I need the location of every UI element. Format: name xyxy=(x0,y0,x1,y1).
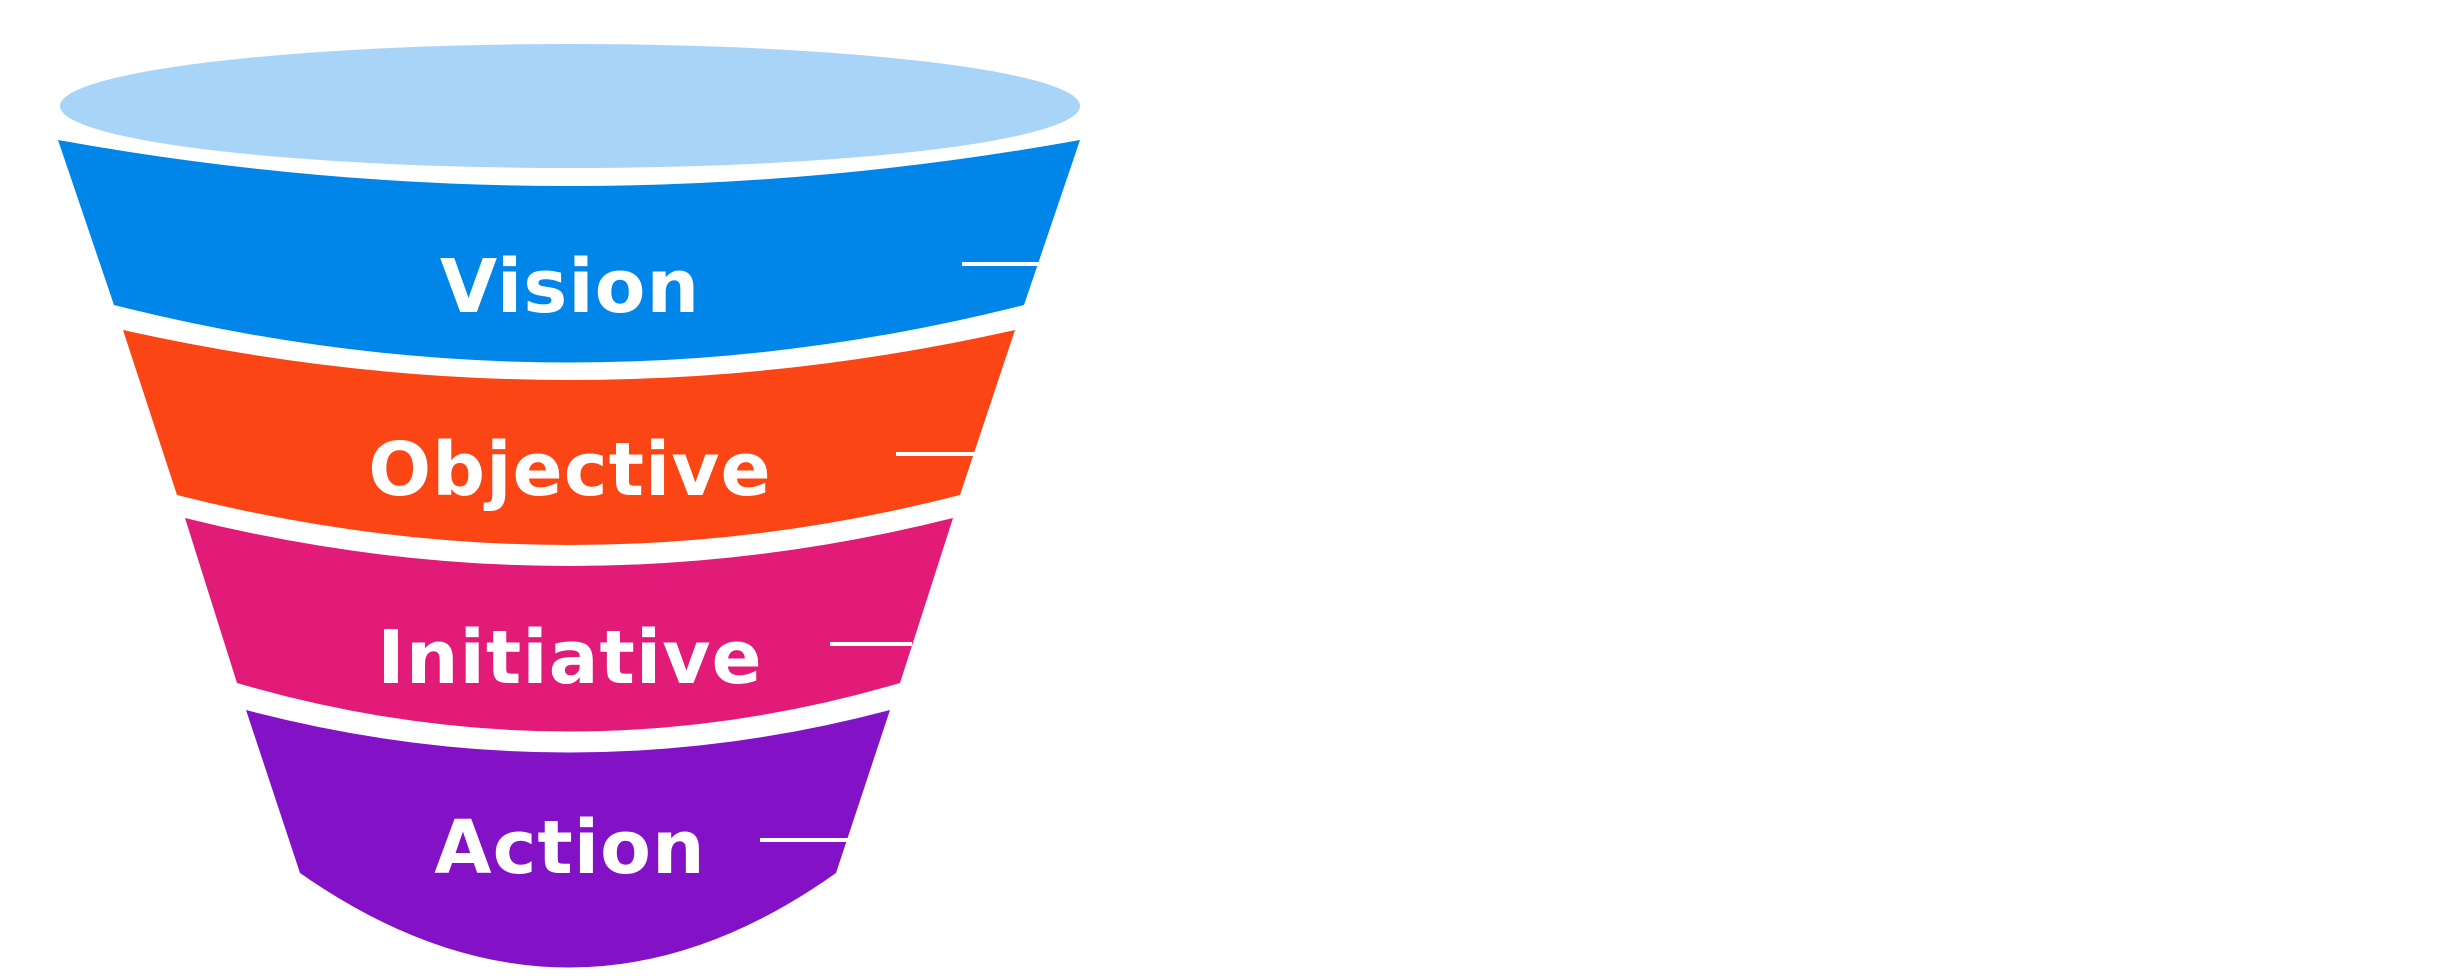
funnel-layer-objective-label: Objective xyxy=(368,427,771,513)
funnel-layer-action-band xyxy=(246,710,890,968)
funnel-layer-initiative-label: Initiative xyxy=(377,615,762,701)
funnel-layer-vision-band xyxy=(58,140,1080,363)
funnel-layer-objective-band xyxy=(123,330,1015,545)
funnel-layer-initiative: Initiative xyxy=(185,518,953,732)
funnel-rim xyxy=(60,44,1080,168)
funnel-layer-initiative-band xyxy=(185,518,953,732)
funnel-layer-vision-label: Vision xyxy=(440,244,700,330)
funnel-layer-objective: Objective xyxy=(123,330,1015,545)
funnel-layer-action-label: Action xyxy=(434,805,705,891)
funnel-layer-action: Action xyxy=(246,710,890,968)
funnel-layer-vision: Vision xyxy=(58,140,1080,363)
